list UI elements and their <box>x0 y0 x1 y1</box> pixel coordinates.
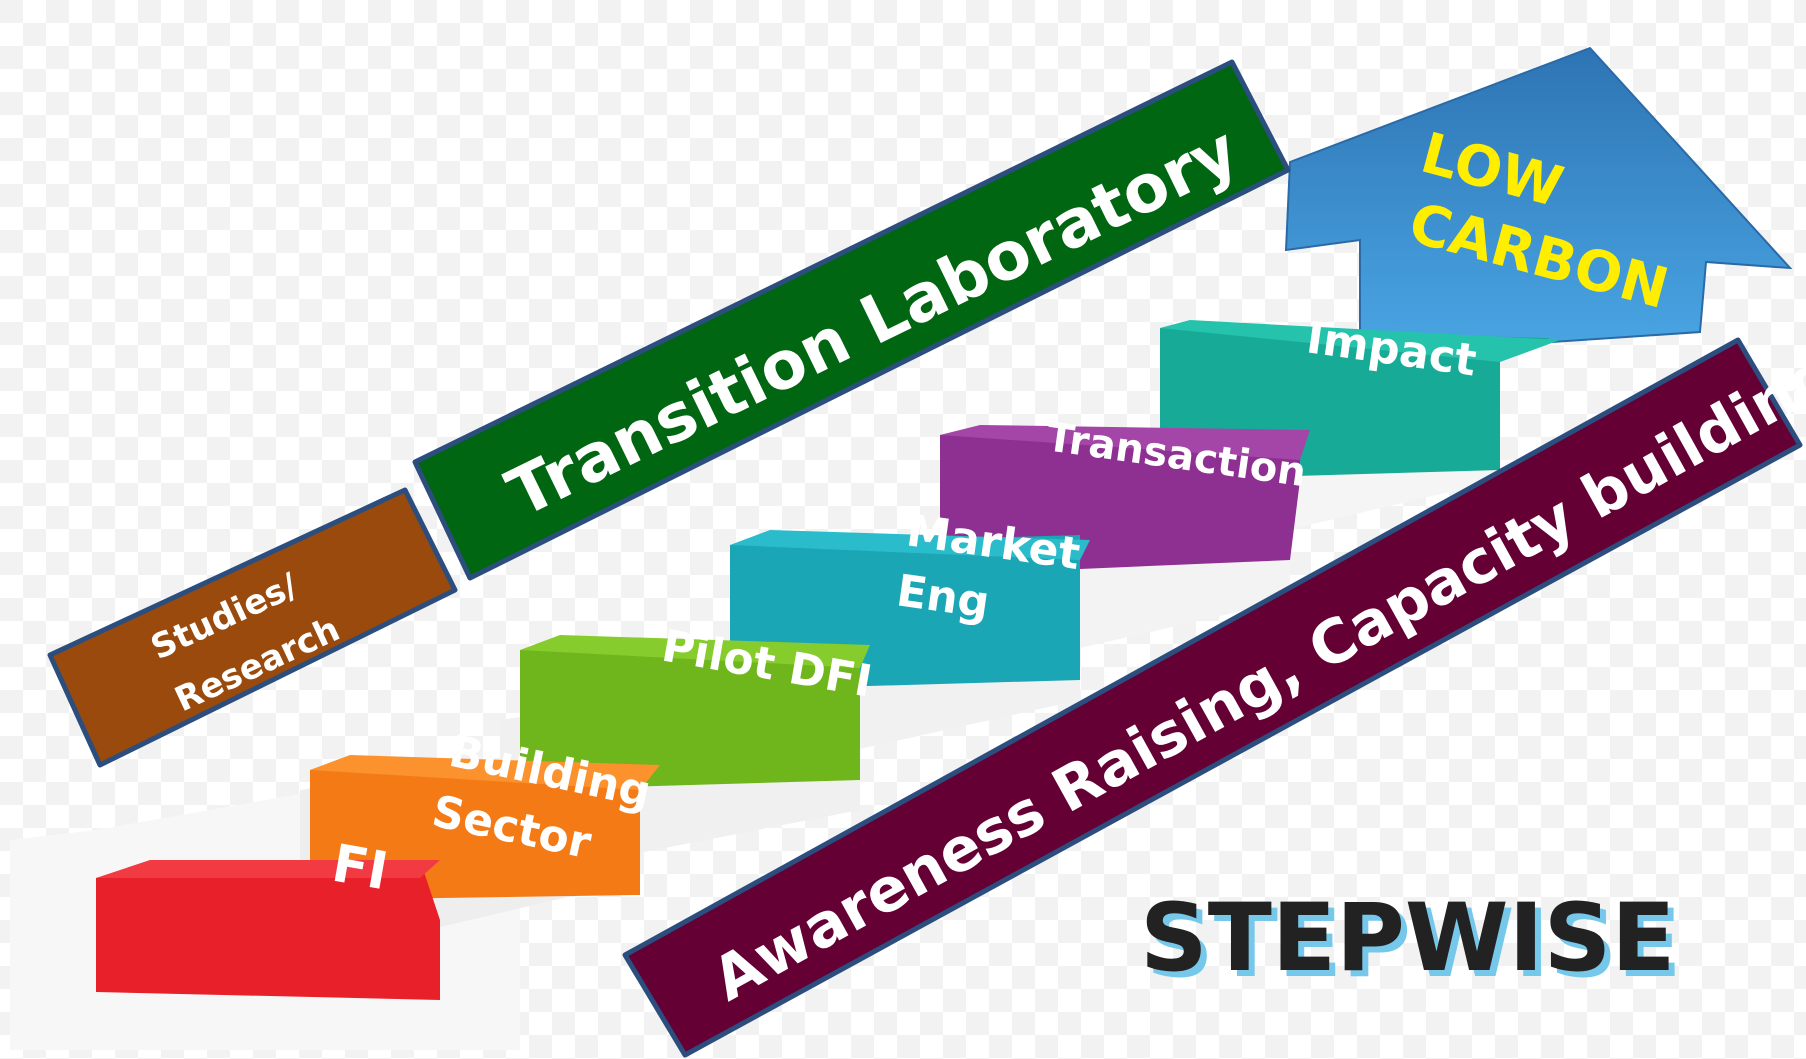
step-fi-label: FI <box>328 834 392 903</box>
brand-title: STEPWISE <box>1146 890 1682 999</box>
brand-title-front: STEPWISE <box>1140 884 1676 993</box>
low-carbon-arrow: LOW CARBON <box>1284 46 1793 357</box>
step-fi: FI <box>96 834 440 1000</box>
